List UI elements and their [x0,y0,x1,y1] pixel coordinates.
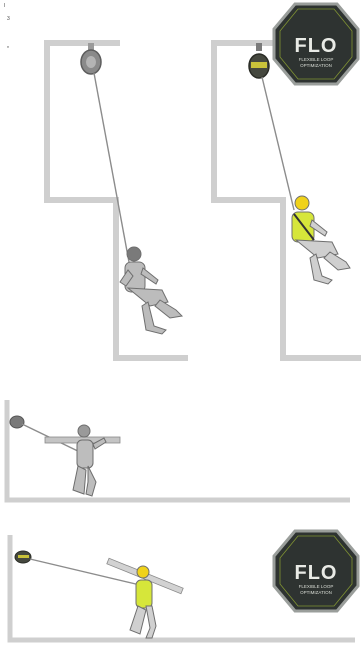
panel-top-right [214,43,361,358]
panel-top-left [47,43,188,358]
badge-subtitle-line1: FLEXIBLE LOOP [299,57,334,62]
lifeline-cable [30,559,140,585]
badge-subtitle-line2: OPTIMIZATION [300,590,332,595]
panel-middle [7,400,350,500]
anchor-bracket [256,43,262,51]
flo-badge-bottom: FLO FLEXIBLE LOOP OPTIMIZATION [274,531,358,611]
retractable-lifeline-icon [10,416,24,428]
badge-title: FLO [295,35,338,57]
lifeline-cable [94,73,129,262]
worker-figure [292,196,350,284]
retractable-lifeline-icon [249,54,269,78]
hard-hat-icon [137,566,149,578]
stray-mark: I [4,4,5,9]
retractable-lifeline-icon [81,50,101,74]
hard-hat-icon [78,425,90,437]
hard-hat-icon [127,247,141,261]
wall-outline [214,43,361,358]
harness-icon [136,580,152,608]
hard-hat-icon [295,196,309,210]
lifeline-cable [262,77,294,210]
worker-figure [73,425,106,496]
badge-title: FLO [295,562,338,584]
retractable-lifeline-icon [15,551,31,563]
stray-mark: * [7,47,9,52]
stray-mark: 3 [7,17,10,22]
badge-subtitle-line1: FLEXIBLE LOOP [299,584,334,589]
flo-badge-top: FLO FLEXIBLE LOOP OPTIMIZATION [274,4,358,84]
floor-outline [7,400,350,500]
badge-subtitle-line2: OPTIMIZATION [300,63,332,68]
